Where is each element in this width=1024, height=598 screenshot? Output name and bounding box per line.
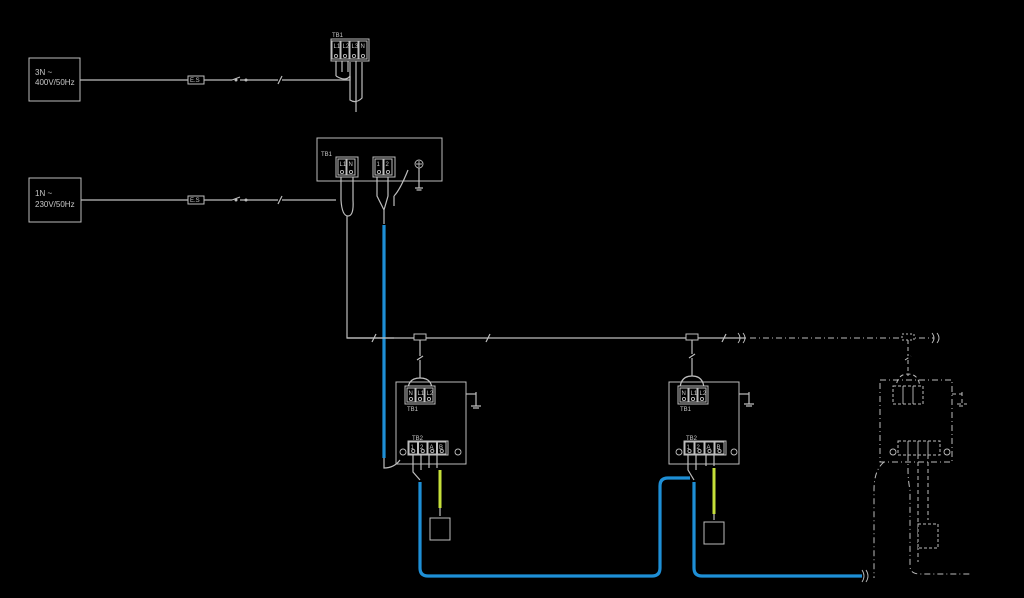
terminal-screw — [411, 448, 416, 454]
terminal-pin — [374, 158, 384, 176]
terminal-pin — [437, 441, 447, 455]
terminal-screw — [360, 53, 366, 59]
source-2-phase-label: 1N ~ — [35, 189, 52, 198]
source-1-voltage-label: 400V/50Hz — [35, 78, 75, 87]
indoor-1-tb1-label: TB1 — [407, 407, 419, 413]
terminal-pin — [340, 40, 350, 60]
breaker-2-label: E.S — [190, 198, 200, 204]
terminal-screw — [430, 448, 435, 454]
terminal-screw — [681, 396, 687, 402]
terminal-pin — [331, 40, 341, 60]
remote-controller-1 — [429, 517, 451, 541]
terminal-pin-label: A — [430, 445, 434, 451]
remote-controller-2 — [703, 521, 725, 545]
terminal-pin — [679, 387, 689, 403]
terminal-pin-label: L3 — [352, 44, 359, 50]
terminal-pin — [684, 441, 695, 455]
terminal-pin-label: L1 — [334, 44, 341, 50]
terminal-pin — [346, 158, 356, 176]
terminal-screw — [408, 396, 414, 402]
source-2-voltage-label: 230V/50Hz — [35, 200, 75, 209]
source-1-phase-label: 3N ~ — [35, 68, 52, 77]
terminal-pin — [424, 387, 434, 403]
terminal-pin-label: N — [349, 162, 353, 168]
terminal-pin-label: L1 — [418, 391, 425, 397]
terminal-pin — [697, 387, 707, 403]
terminal-screw — [426, 396, 432, 402]
terminal-pin-label: 2 — [697, 445, 701, 451]
remote-controller-3 — [917, 523, 939, 549]
terminal-screw — [385, 169, 391, 175]
indoor-1-tb2-label: TB2 — [412, 436, 424, 442]
terminal-pin — [427, 441, 437, 455]
terminal-pin — [418, 441, 428, 455]
terminal-pin-label: N — [361, 44, 365, 50]
terminal-pin-label: 2 — [386, 162, 390, 168]
terminal-pin-label: N — [682, 391, 686, 397]
terminal-screw — [697, 448, 702, 454]
terminal-pin-label: L2 — [343, 44, 350, 50]
terminal-screw — [707, 448, 712, 454]
indoor-unit-3-optional — [879, 373, 967, 463]
terminal-screw — [717, 448, 722, 454]
terminal-pin-label: 2 — [420, 445, 424, 451]
terminal-screw — [417, 396, 423, 402]
terminal-pin-label: L1 — [340, 162, 347, 168]
bus-junction-1 — [413, 333, 427, 341]
tb-single-phase-title: TB1 — [321, 152, 333, 158]
terminal-pin — [383, 158, 393, 176]
indoor-2-tb1-label: TB1 — [680, 407, 692, 413]
terminal-pin — [406, 387, 416, 403]
terminal-pin — [704, 441, 715, 455]
terminal-pin-label: 1 — [687, 445, 691, 451]
terminal-screw — [699, 396, 705, 402]
terminal-screw — [348, 169, 354, 175]
indoor-2-tb2-label: TB2 — [686, 436, 698, 442]
power-source-single-phase: 1N ~ 230V/50Hz — [28, 177, 82, 223]
terminal-pin — [694, 441, 705, 455]
terminal-screw — [687, 448, 692, 454]
terminal-screw — [439, 448, 444, 454]
terminal-screw — [420, 448, 425, 454]
terminal-pin — [337, 158, 347, 176]
terminal-pin — [688, 387, 698, 403]
terminal-pin-label: A — [707, 445, 711, 451]
terminal-pin-label: N — [409, 391, 413, 397]
terminal-pin-label: 1 — [411, 445, 415, 451]
terminal-screw — [333, 53, 339, 59]
terminal-pin-label: B — [717, 445, 721, 451]
bus-junction-3 — [901, 333, 915, 341]
terminal-screw — [342, 53, 348, 59]
breaker-1-label: E.S — [190, 78, 200, 84]
terminal-pin-label: L1 — [691, 391, 698, 397]
terminal-screw — [690, 396, 696, 402]
terminal-screw — [339, 169, 345, 175]
bus-junction-2 — [685, 333, 699, 341]
power-source-three-phase: 3N ~ 400V/50Hz — [28, 57, 81, 102]
terminal-pin — [358, 40, 368, 60]
terminal-pin — [349, 40, 359, 60]
terminal-pin — [714, 441, 725, 455]
terminal-pin — [415, 387, 425, 403]
terminal-pin-label: L2 — [427, 391, 434, 397]
terminal-pin-label: 1 — [377, 162, 381, 168]
terminal-screw — [376, 169, 382, 175]
terminal-screw — [351, 53, 357, 59]
terminal-pin-label: L2 — [700, 391, 707, 397]
terminal-pin-label: B — [439, 445, 443, 451]
tb-three-phase-title: TB1 — [332, 33, 344, 39]
terminal-pin — [408, 441, 418, 455]
